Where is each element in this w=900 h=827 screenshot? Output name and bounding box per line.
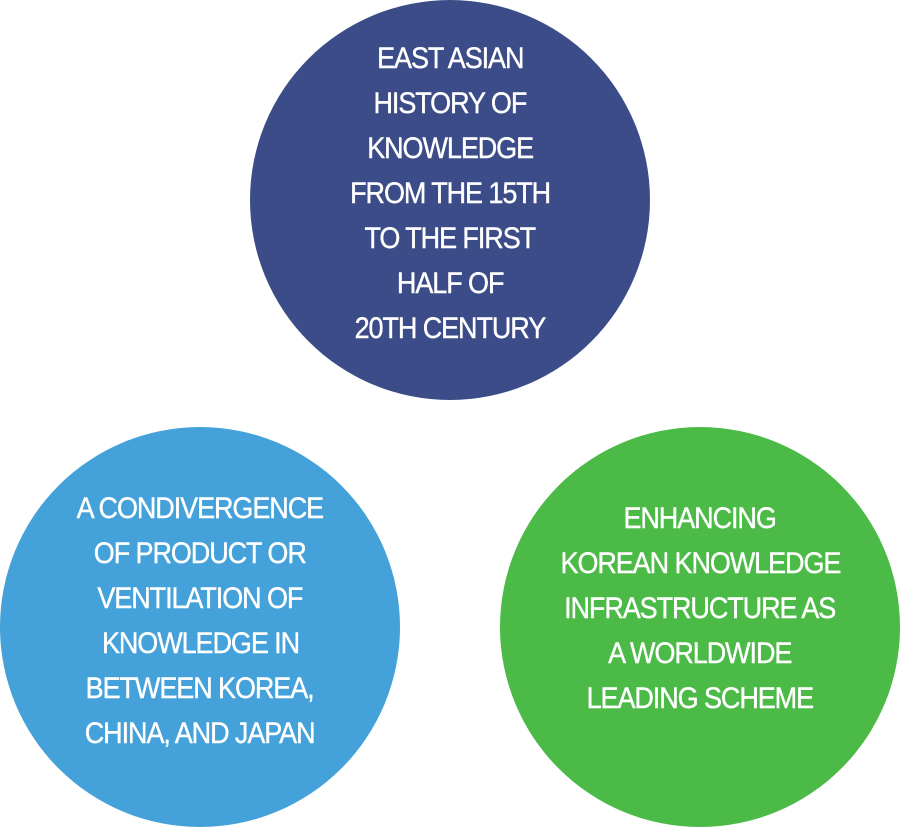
circle-condivergence: A CONDIVERGENCE OF PRODUCT OR VENTILATIO… (0, 427, 400, 827)
circle-text-line: ENHANCING (623, 501, 778, 535)
circle-text-line: LEADING SCHEME (586, 681, 815, 715)
circle-text-line: VENTILATION OF (97, 582, 303, 615)
circle-text-line: EAST ASIAN (376, 41, 525, 75)
circle-text-line: 20TH CENTURY (354, 311, 547, 345)
circle-text-line: KOREAN KNOWLEDGE (560, 546, 841, 580)
circle-text-line: HISTORY OF (373, 86, 527, 120)
circle-east-asian-history: EAST ASIAN HISTORY OF KNOWLEDGE FROM THE… (250, 0, 650, 400)
circle-text-line: TO THE FIRST (364, 221, 537, 255)
circle-text-line: A CONDIVERGENCE (76, 492, 325, 525)
circle-text-line: CHINA, AND JAPAN (85, 717, 316, 750)
circle-text-line: KNOWLEDGE IN (101, 627, 300, 660)
circle-enhancing-infrastructure: ENHANCING KOREAN KNOWLEDGE INFRASTRUCTUR… (500, 427, 900, 827)
circle-text-line: BETWEEN KOREA, (86, 672, 315, 705)
circle-text-line: INFRASTRUCTURE AS (564, 591, 837, 625)
circle-text-line: FROM THE 15TH (350, 176, 551, 210)
circle-text-line: HALF OF (396, 266, 505, 300)
circle-text-line: KNOWLEDGE (367, 131, 534, 165)
circle-text-line: OF PRODUCT OR (93, 537, 307, 570)
circle-text-line: A WORLDWIDE (608, 636, 793, 670)
